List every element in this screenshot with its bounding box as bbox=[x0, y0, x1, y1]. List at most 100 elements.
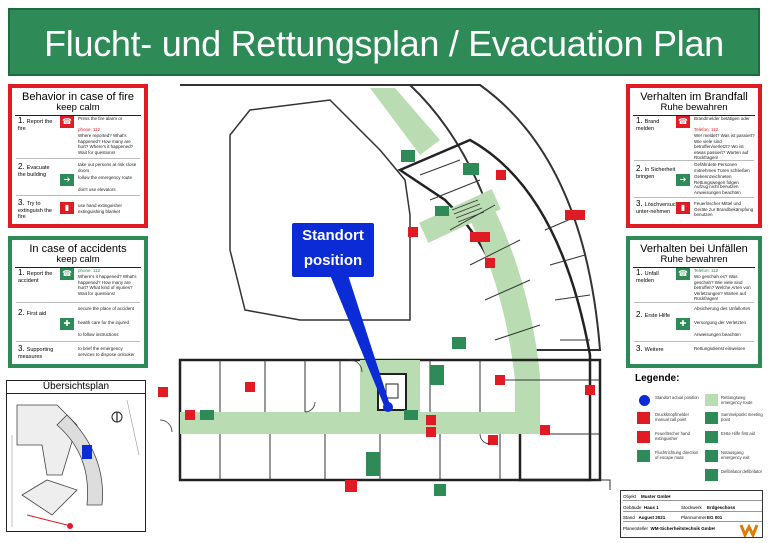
escape-route bbox=[180, 412, 540, 434]
title-block-row: Planersteller WM-Sicherheitstechnik GmbH bbox=[623, 526, 715, 531]
legend-label: Rettungsweg emergency route bbox=[721, 395, 753, 405]
panel-text: Where's it happened? What's happened? Ho… bbox=[78, 274, 137, 296]
first-aid-icon bbox=[705, 431, 718, 443]
panel-title: In case of accidents bbox=[29, 243, 127, 255]
fire-extinguisher-icon bbox=[496, 170, 506, 180]
panel-text: Wo geschah es? Was geschah? Wie viele si… bbox=[694, 274, 751, 301]
panel-text: Wer meldet? Was ist passiert? Wie viele … bbox=[694, 133, 755, 160]
overview-position-marker bbox=[82, 445, 92, 459]
panel-fire-de: Verhalten im Brandfall Ruhe bewahren 1.B… bbox=[626, 84, 762, 228]
escape-arrow-icon: ➔ bbox=[60, 174, 74, 186]
step-1: 1.Report the accident bbox=[18, 268, 53, 284]
escape-route bbox=[470, 200, 540, 430]
panel-text: Aufzug nicht benutzen bbox=[694, 184, 739, 189]
building-curved-wing bbox=[180, 84, 602, 351]
fire-extinguisher-icon bbox=[426, 427, 436, 437]
alarm-button-icon bbox=[470, 232, 480, 242]
panel-title: Behavior in case of fire bbox=[22, 91, 134, 103]
escape-route bbox=[370, 88, 440, 155]
step-1: 1.Unfall melden bbox=[636, 268, 659, 284]
step-3: 3.Weitere bbox=[636, 344, 664, 354]
fire-extinguisher-icon bbox=[637, 431, 650, 443]
panel-text: Gefährdete Personen mitnehmen Türen schl… bbox=[694, 162, 750, 173]
overview-title: Übersichtsplan bbox=[7, 381, 145, 394]
emergency-exit-icon bbox=[430, 365, 444, 385]
title-block-row: Objekt Muster GmbH bbox=[623, 492, 762, 501]
step-3: 3.Try to extinguish the fire bbox=[18, 198, 52, 221]
fire-extinguisher-icon bbox=[488, 435, 498, 445]
overview-drawing bbox=[11, 399, 140, 529]
panel-text: to brief the emergency services to dispo… bbox=[78, 346, 135, 357]
escape-arrow-icon bbox=[404, 410, 418, 420]
fire-extinguisher-icon bbox=[495, 375, 505, 385]
floor-plan bbox=[158, 84, 611, 496]
panel-text: Press the fire alarm or bbox=[78, 116, 123, 121]
panel-fire-en: Behavior in case of fire keep calm 1.Rep… bbox=[8, 84, 148, 228]
panel-text: Versorgung der Verletzten bbox=[694, 320, 747, 325]
panel-subtitle: Ruhe bewahren bbox=[633, 255, 755, 268]
panel-text: Anweisungen beachten bbox=[694, 332, 741, 337]
escape-arrow-icon bbox=[200, 410, 214, 420]
fire-extinguisher-icon bbox=[585, 385, 595, 395]
alarm-button-icon bbox=[540, 425, 550, 435]
panel-text: Where reported? What's happened? How man… bbox=[78, 133, 134, 155]
legend-label: Feuerlöscher hand extinguisher bbox=[655, 431, 690, 441]
step-1: 1.Report the fire bbox=[18, 116, 53, 132]
fire-extinguisher-icon bbox=[480, 232, 490, 242]
panel-text: use hand extinguisher extinguishing blan… bbox=[78, 203, 123, 214]
first-aid-icon bbox=[452, 337, 466, 349]
position-callout: Standort position bbox=[292, 223, 374, 277]
panel-title: Verhalten im Brandfall bbox=[640, 91, 748, 103]
step-2: 2.First aid bbox=[18, 308, 47, 318]
emergency-exit-icon bbox=[463, 163, 479, 175]
defibrillator-icon bbox=[705, 469, 718, 481]
legend-label: Druckknopfmelder manual call point bbox=[655, 412, 689, 422]
first-aid-icon: ✚ bbox=[60, 318, 74, 330]
location-dot-icon bbox=[639, 395, 650, 406]
emergency-exit-icon bbox=[401, 150, 415, 162]
legend-title: Legende: bbox=[635, 373, 680, 384]
fire-extinguisher-icon bbox=[426, 415, 436, 425]
phone-icon: ☎ bbox=[60, 116, 74, 128]
panel-text: phone: 112 bbox=[78, 268, 101, 273]
panel-text: Telefon: 112 bbox=[694, 127, 719, 132]
panel-text: Brandmelder betätigen oder bbox=[694, 116, 750, 121]
panel-text: Rettungsdienst einweisen bbox=[694, 346, 746, 351]
legend-label: Defibrilator defibrilator bbox=[721, 469, 762, 474]
step-2: 2.In Sicherheit bringen bbox=[636, 164, 676, 180]
step-2: 2.Erste Hilfe bbox=[636, 310, 671, 320]
fire-extinguisher-icon bbox=[408, 227, 418, 237]
fire-extinguisher-icon bbox=[575, 210, 585, 220]
fire-extinguisher-icon: ▮ bbox=[676, 202, 690, 214]
panel-title: Verhalten bei Unfällen bbox=[640, 243, 748, 255]
panel-text: Feuerlöscher Mittel und Geräte zur Brand… bbox=[694, 201, 754, 217]
panel-text: phone: 112 bbox=[78, 127, 101, 132]
panel-text: Gekennzeichneten Rettungswegen folgen bbox=[694, 174, 739, 185]
header-banner: Flucht- und Rettungsplan / Evacuation Pl… bbox=[8, 8, 760, 76]
assembly-point-icon bbox=[67, 523, 73, 529]
legend-label: Fluchtrichtung direction of escape route bbox=[655, 450, 699, 460]
step-1: 1.Brand melden bbox=[636, 116, 660, 132]
company-logo-icon bbox=[739, 523, 759, 537]
panel-text: secure the place of accident bbox=[78, 306, 135, 311]
legend: Legende: Standort actual position Rettun… bbox=[627, 371, 763, 483]
location-dot-icon bbox=[383, 402, 393, 412]
fire-extinguisher-icon bbox=[345, 480, 357, 492]
assembly-point-icon bbox=[705, 412, 718, 424]
escape-arrow-icon bbox=[637, 450, 650, 462]
exit-signs bbox=[200, 150, 479, 496]
panel-text: don't use elevators bbox=[78, 187, 116, 192]
callout-line-1: Standort bbox=[302, 227, 364, 244]
step-2: 2.Evacuate the building bbox=[18, 162, 50, 178]
fire-extinguisher-icon bbox=[245, 382, 255, 392]
courtyard bbox=[229, 99, 411, 321]
panel-accident-en: In case of accidents keep calm 1.Report … bbox=[8, 236, 148, 368]
legend-label: Standort actual position bbox=[655, 395, 699, 400]
fire-extinguisher-icon bbox=[485, 258, 495, 268]
alarm-button-icon bbox=[185, 410, 195, 420]
defibrillator-icon bbox=[434, 484, 446, 496]
panel-text: to follow instructions bbox=[78, 332, 119, 337]
step-3: 3.Löschversuch unter-nehmen bbox=[636, 199, 679, 215]
legend-label: Notausgang emergency exit bbox=[721, 450, 750, 460]
